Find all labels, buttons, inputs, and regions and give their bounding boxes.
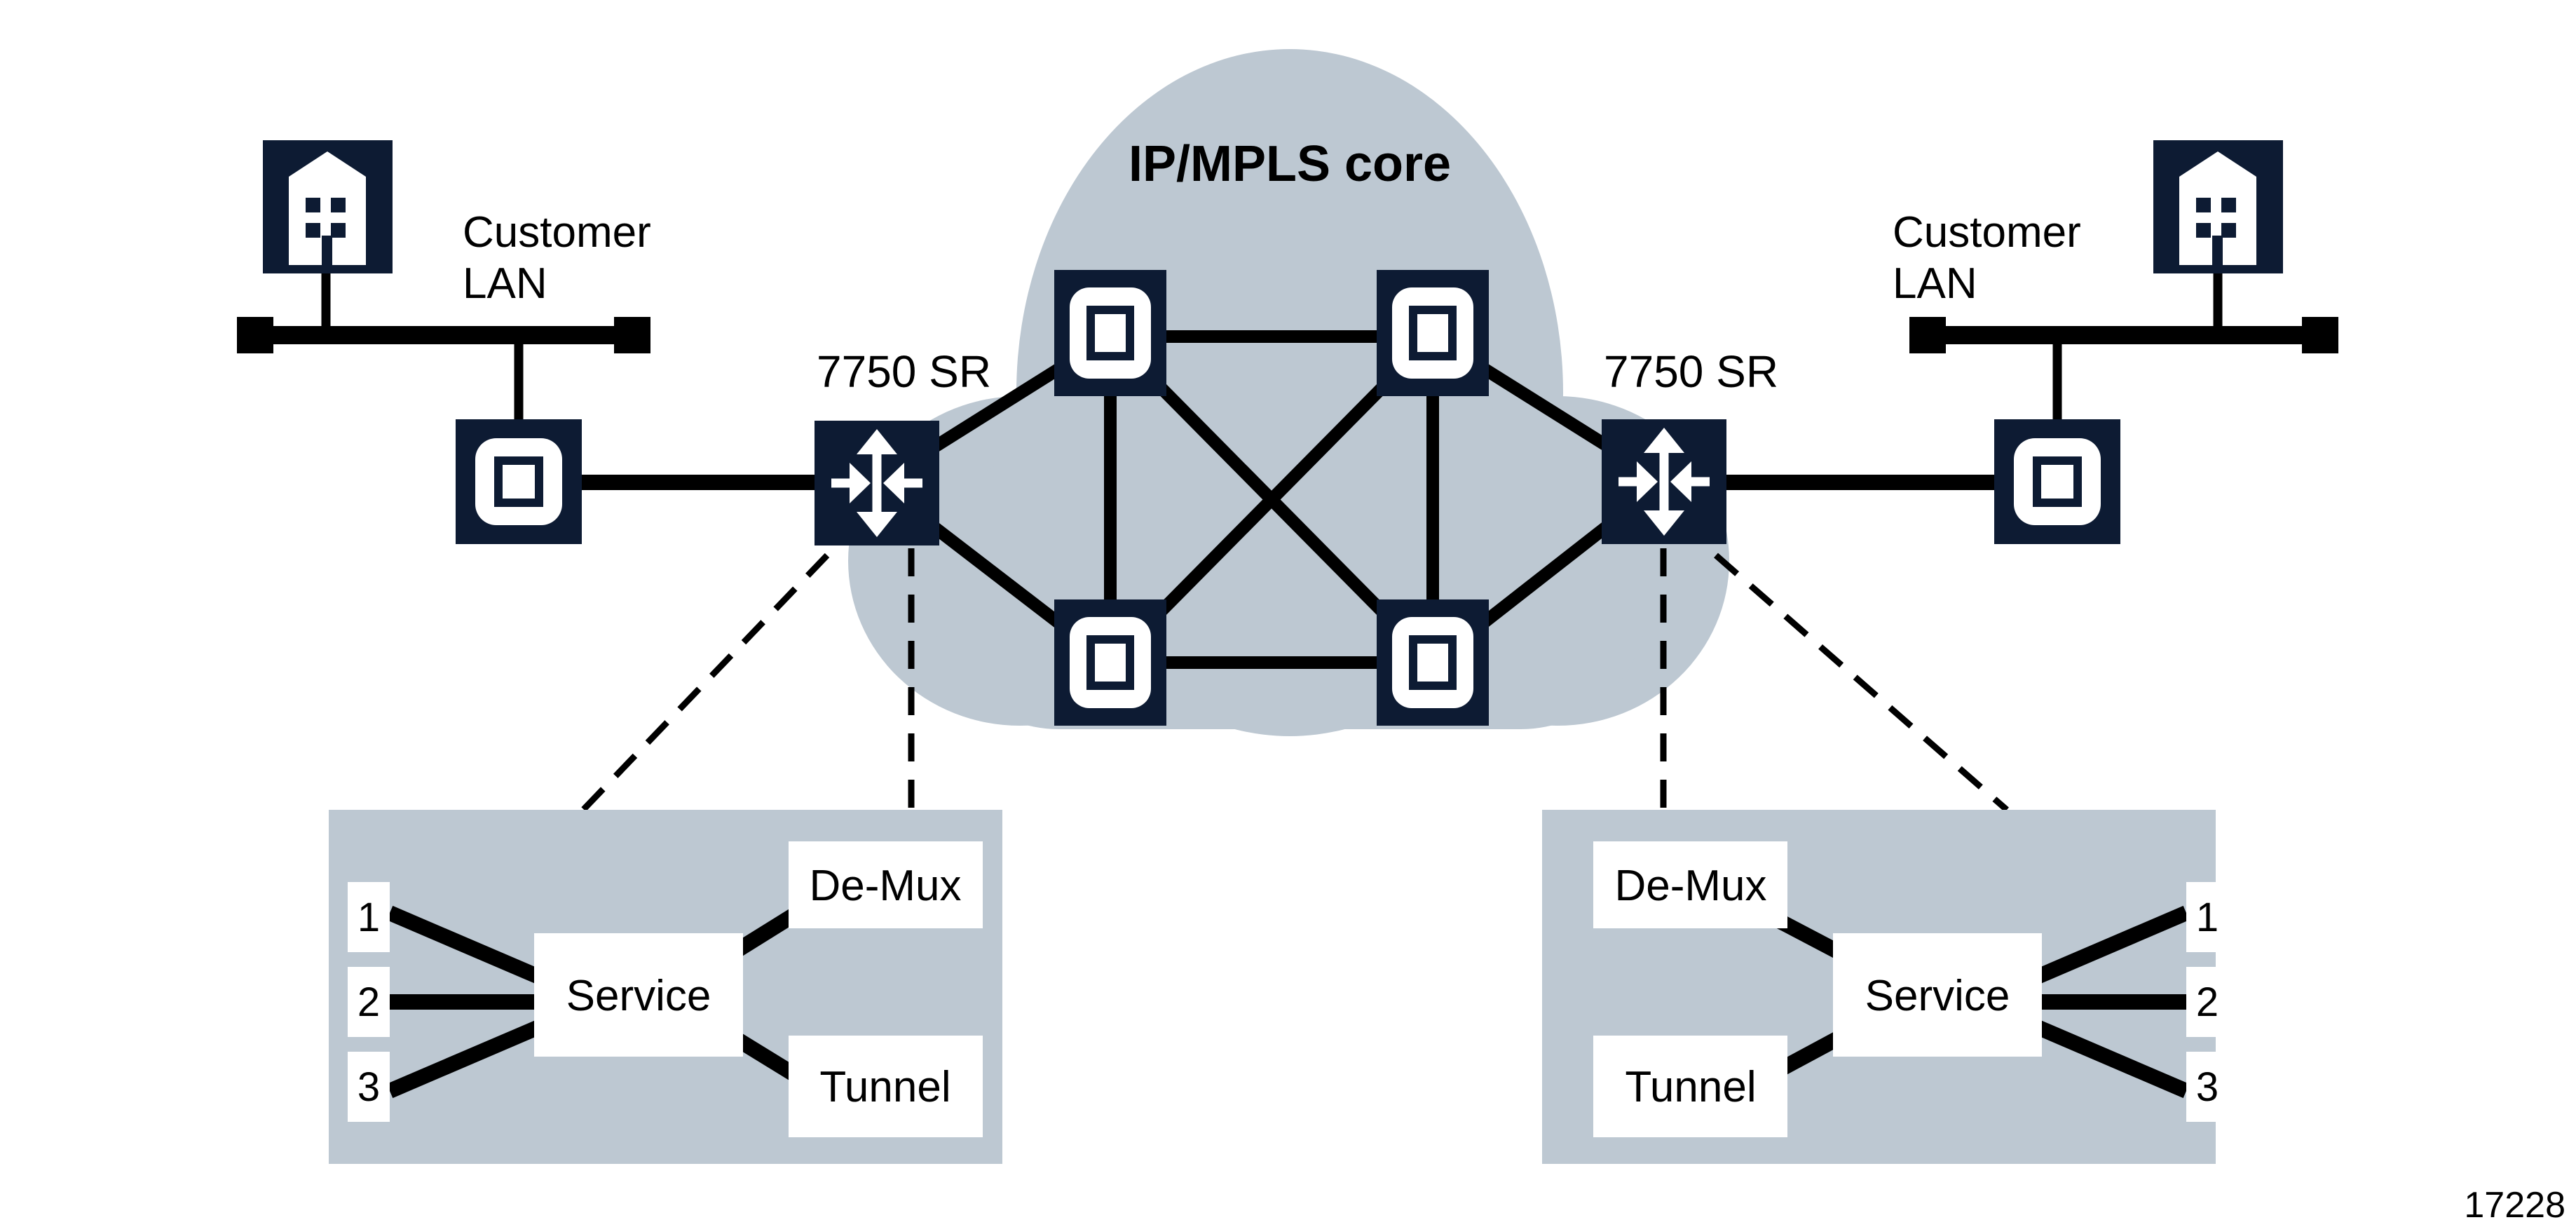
tunnel-box xyxy=(789,1036,983,1137)
port-label: 3 xyxy=(357,1064,380,1110)
port-label: 1 xyxy=(2196,895,2219,940)
port-label: 2 xyxy=(357,979,380,1025)
port1-to-service-line xyxy=(386,905,550,988)
core-node-icon xyxy=(1377,599,1489,726)
port-box xyxy=(348,967,390,1037)
customer-lan-label-line1: Customer xyxy=(463,208,651,257)
lan-terminator-icon xyxy=(2302,317,2338,353)
service-to-port3-line xyxy=(2026,1016,2190,1099)
service-panel-right: 1 2 3 Service De-Mux Tunnel xyxy=(1542,810,2228,1164)
port-label: 2 xyxy=(2196,979,2219,1025)
lan-terminator-icon xyxy=(614,317,650,353)
callout-right-diagonal xyxy=(1714,553,2009,813)
port3-to-service-line xyxy=(386,1016,550,1099)
lan-terminator-icon xyxy=(1909,317,1946,353)
customer-lan-label-line2: LAN xyxy=(463,259,547,308)
customer-lan-label-line2: LAN xyxy=(1893,259,1977,308)
pe-router-right: 7750 SR xyxy=(1602,346,1778,544)
router-icon xyxy=(815,421,939,545)
port-box xyxy=(2186,882,2228,952)
port-box xyxy=(348,882,390,952)
customer-lan-right: Customer LAN xyxy=(1893,140,2338,544)
port-box xyxy=(2186,1052,2228,1122)
customer-lan-left: Customer LAN xyxy=(237,140,651,544)
demux-box xyxy=(789,841,983,928)
service-box xyxy=(1833,933,2042,1057)
building-icon xyxy=(263,140,393,273)
demux-label: De-Mux xyxy=(809,862,961,910)
port-box xyxy=(348,1052,390,1122)
figure-number: 17228 xyxy=(2464,1185,2565,1226)
callout-left-diagonal xyxy=(580,553,830,813)
router-label: 7750 SR xyxy=(1604,346,1778,397)
pe-router-left: 7750 SR xyxy=(815,346,991,545)
customer-lan-label-line1: Customer xyxy=(1893,208,2081,257)
tunnel-label: Tunnel xyxy=(1625,1063,1756,1111)
switch-icon xyxy=(1994,419,2120,544)
lan-terminator-icon xyxy=(237,317,273,353)
demux-label: De-Mux xyxy=(1614,862,1766,910)
switch-icon xyxy=(456,419,582,544)
tunnel-box xyxy=(1593,1036,1787,1137)
tunnel-label: Tunnel xyxy=(819,1063,950,1111)
building-icon xyxy=(2153,140,2283,273)
cloud-base xyxy=(932,449,1647,729)
service-label: Service xyxy=(1865,972,2010,1020)
core-node-icon xyxy=(1377,270,1489,396)
core-node-icon xyxy=(1054,270,1166,396)
cloud-label: IP/MPLS core xyxy=(1129,136,1451,192)
service-panel-left: 1 2 3 Service De-Mux Tunnel xyxy=(329,810,1002,1164)
router-label: 7750 SR xyxy=(817,346,991,397)
service-label: Service xyxy=(566,972,711,1020)
service-box xyxy=(534,933,743,1057)
port-label: 1 xyxy=(357,895,380,940)
callout-lines xyxy=(580,548,2009,813)
port-label: 3 xyxy=(2196,1064,2219,1110)
demux-box xyxy=(1593,841,1787,928)
port-box xyxy=(2186,967,2228,1037)
service-to-port1-line xyxy=(2026,905,2190,988)
router-icon xyxy=(1602,419,1726,544)
core-node-icon xyxy=(1054,599,1166,726)
